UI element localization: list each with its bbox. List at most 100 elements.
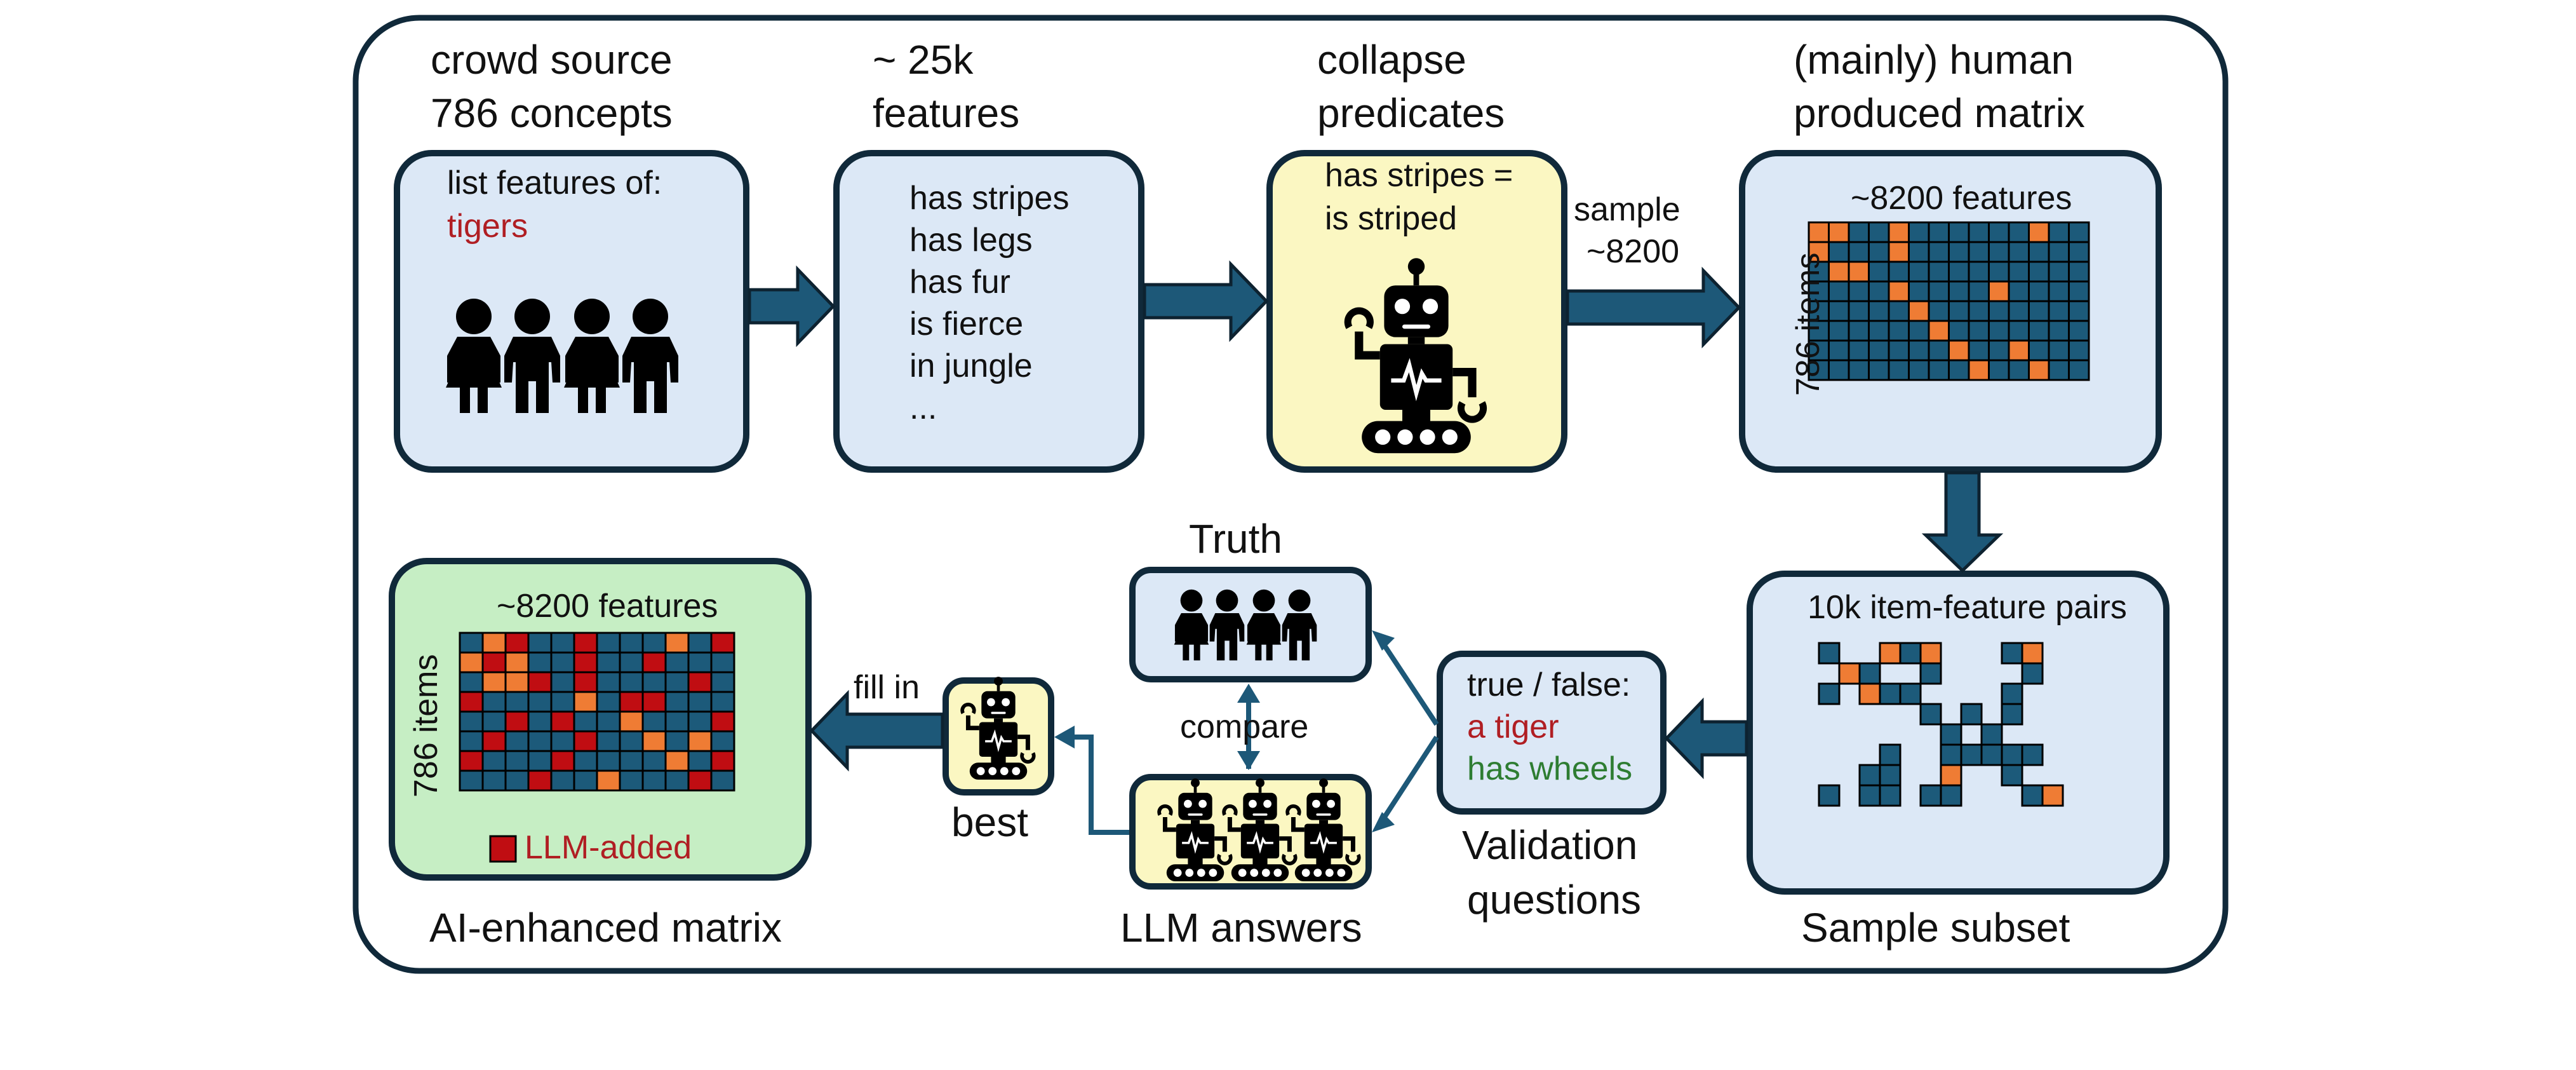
matrix-cell <box>1928 221 1950 243</box>
matrix-cell <box>687 651 713 674</box>
matrix-cell <box>1828 339 1850 362</box>
subset-cell <box>2001 764 2023 787</box>
matrix-cell <box>664 730 690 752</box>
people-group-icon <box>622 299 678 413</box>
matrix-cell <box>596 769 621 792</box>
matrix-cell <box>2008 280 2030 302</box>
matrix-cell <box>1928 241 1950 263</box>
matrix-cell <box>1908 241 1930 263</box>
matrix-cell <box>641 750 667 772</box>
feature-item: has legs <box>909 222 1033 259</box>
matrix-cell <box>687 750 713 772</box>
matrix-cell <box>619 730 644 752</box>
matrix-cell <box>1908 261 1930 283</box>
crowd-concept: tigers <box>447 208 528 245</box>
matrix-cell <box>1968 280 1990 302</box>
matrix-cell <box>2048 261 2070 283</box>
crowd-prompt: list features of: <box>447 165 662 201</box>
matrix-cell <box>1988 280 2010 302</box>
matrix-cell <box>504 769 530 792</box>
matrix-cell <box>2028 241 2050 263</box>
matrix-cell <box>641 710 667 733</box>
matrix-cell <box>1848 320 1870 342</box>
subset-cell <box>1960 743 1983 766</box>
subset-cell <box>1818 682 1841 705</box>
matrix-cell <box>687 710 713 733</box>
subset-cell <box>1919 703 1942 726</box>
matrix-cell <box>2068 280 2090 302</box>
matrix-cell <box>664 632 690 654</box>
matrix-cell <box>504 632 530 654</box>
connector-line <box>1379 640 1439 726</box>
people-group-icon <box>1209 589 1245 661</box>
people-group-icon <box>1282 589 1317 661</box>
matrix-cell <box>1888 359 1910 381</box>
matrix-cell <box>1868 300 1890 322</box>
matrix-cell <box>1888 221 1910 243</box>
crowd-source-box <box>394 150 749 473</box>
matrix-cell <box>527 730 553 752</box>
matrix-cell <box>459 632 484 654</box>
matrix-cell <box>1888 261 1910 283</box>
matrix-cell <box>1928 280 1950 302</box>
matrix-cell <box>1828 320 1850 342</box>
features-list-box <box>833 150 1144 473</box>
matrix-cell <box>2008 320 2030 342</box>
feature-item: has stripes <box>909 180 1070 217</box>
matrix-cell <box>619 769 644 792</box>
matrix-cell <box>1848 300 1870 322</box>
matrix-cell <box>550 691 575 713</box>
subset-cell <box>2021 662 2044 685</box>
matrix-cell <box>710 651 735 674</box>
matrix-cell <box>2028 261 2050 283</box>
matrix-cell <box>550 632 575 654</box>
matrix-cell <box>573 730 598 752</box>
matrix-cell <box>504 691 530 713</box>
matrix-cell <box>1828 221 1850 243</box>
matrix-cell <box>1988 339 2010 362</box>
matrix-cell <box>710 730 735 752</box>
matrix-cell <box>687 671 713 693</box>
arrowhead-icon <box>1054 726 1075 748</box>
matrix-cell <box>1848 359 1870 381</box>
matrix-cell <box>1928 320 1950 342</box>
matrix-cell <box>2068 320 2090 342</box>
subset-caption: Sample subset <box>1801 905 2070 951</box>
collapse-title-1: collapse <box>1317 37 1466 83</box>
matrix-cell <box>1868 320 1890 342</box>
ai-matrix-legend-label: LLM-added <box>525 829 692 866</box>
validation-line-3: has wheels <box>1467 750 1633 787</box>
matrix-cell <box>687 730 713 752</box>
subset-cell <box>1879 682 1902 705</box>
robot-icon <box>1159 778 1231 881</box>
matrix-cell <box>2008 339 2030 362</box>
matrix-cell <box>504 671 530 693</box>
people-group-icon <box>1174 589 1209 661</box>
human-matrix-rows-label: 786 items <box>1790 252 1827 396</box>
matrix-cell <box>641 730 667 752</box>
matrix-cell <box>481 769 507 792</box>
matrix-cell <box>619 671 644 693</box>
matrix-cell <box>481 671 507 693</box>
subset-cell <box>1838 662 1861 685</box>
fill-in-label: fill in <box>854 669 920 706</box>
matrix-cell <box>573 691 598 713</box>
people-group-icon <box>446 299 502 413</box>
matrix-cell <box>2008 221 2030 243</box>
matrix-cell <box>573 671 598 693</box>
matrix-cell <box>619 651 644 674</box>
robot-icon <box>1224 778 1296 881</box>
matrix-cell <box>710 750 735 772</box>
matrix-cell <box>1888 241 1910 263</box>
robot-icon <box>1348 258 1483 453</box>
human-matrix-title-1: (mainly) human <box>1794 37 2074 83</box>
matrix-cell <box>1968 241 1990 263</box>
arrow-left-icon <box>809 689 944 772</box>
subset-cell <box>1879 764 1902 787</box>
matrix-cell <box>527 750 553 772</box>
matrix-cell <box>664 769 690 792</box>
features-title-2: features <box>873 90 1020 136</box>
arrowhead-icon <box>1372 630 1395 651</box>
matrix-cell <box>664 691 690 713</box>
matrix-cell <box>1968 339 1990 362</box>
